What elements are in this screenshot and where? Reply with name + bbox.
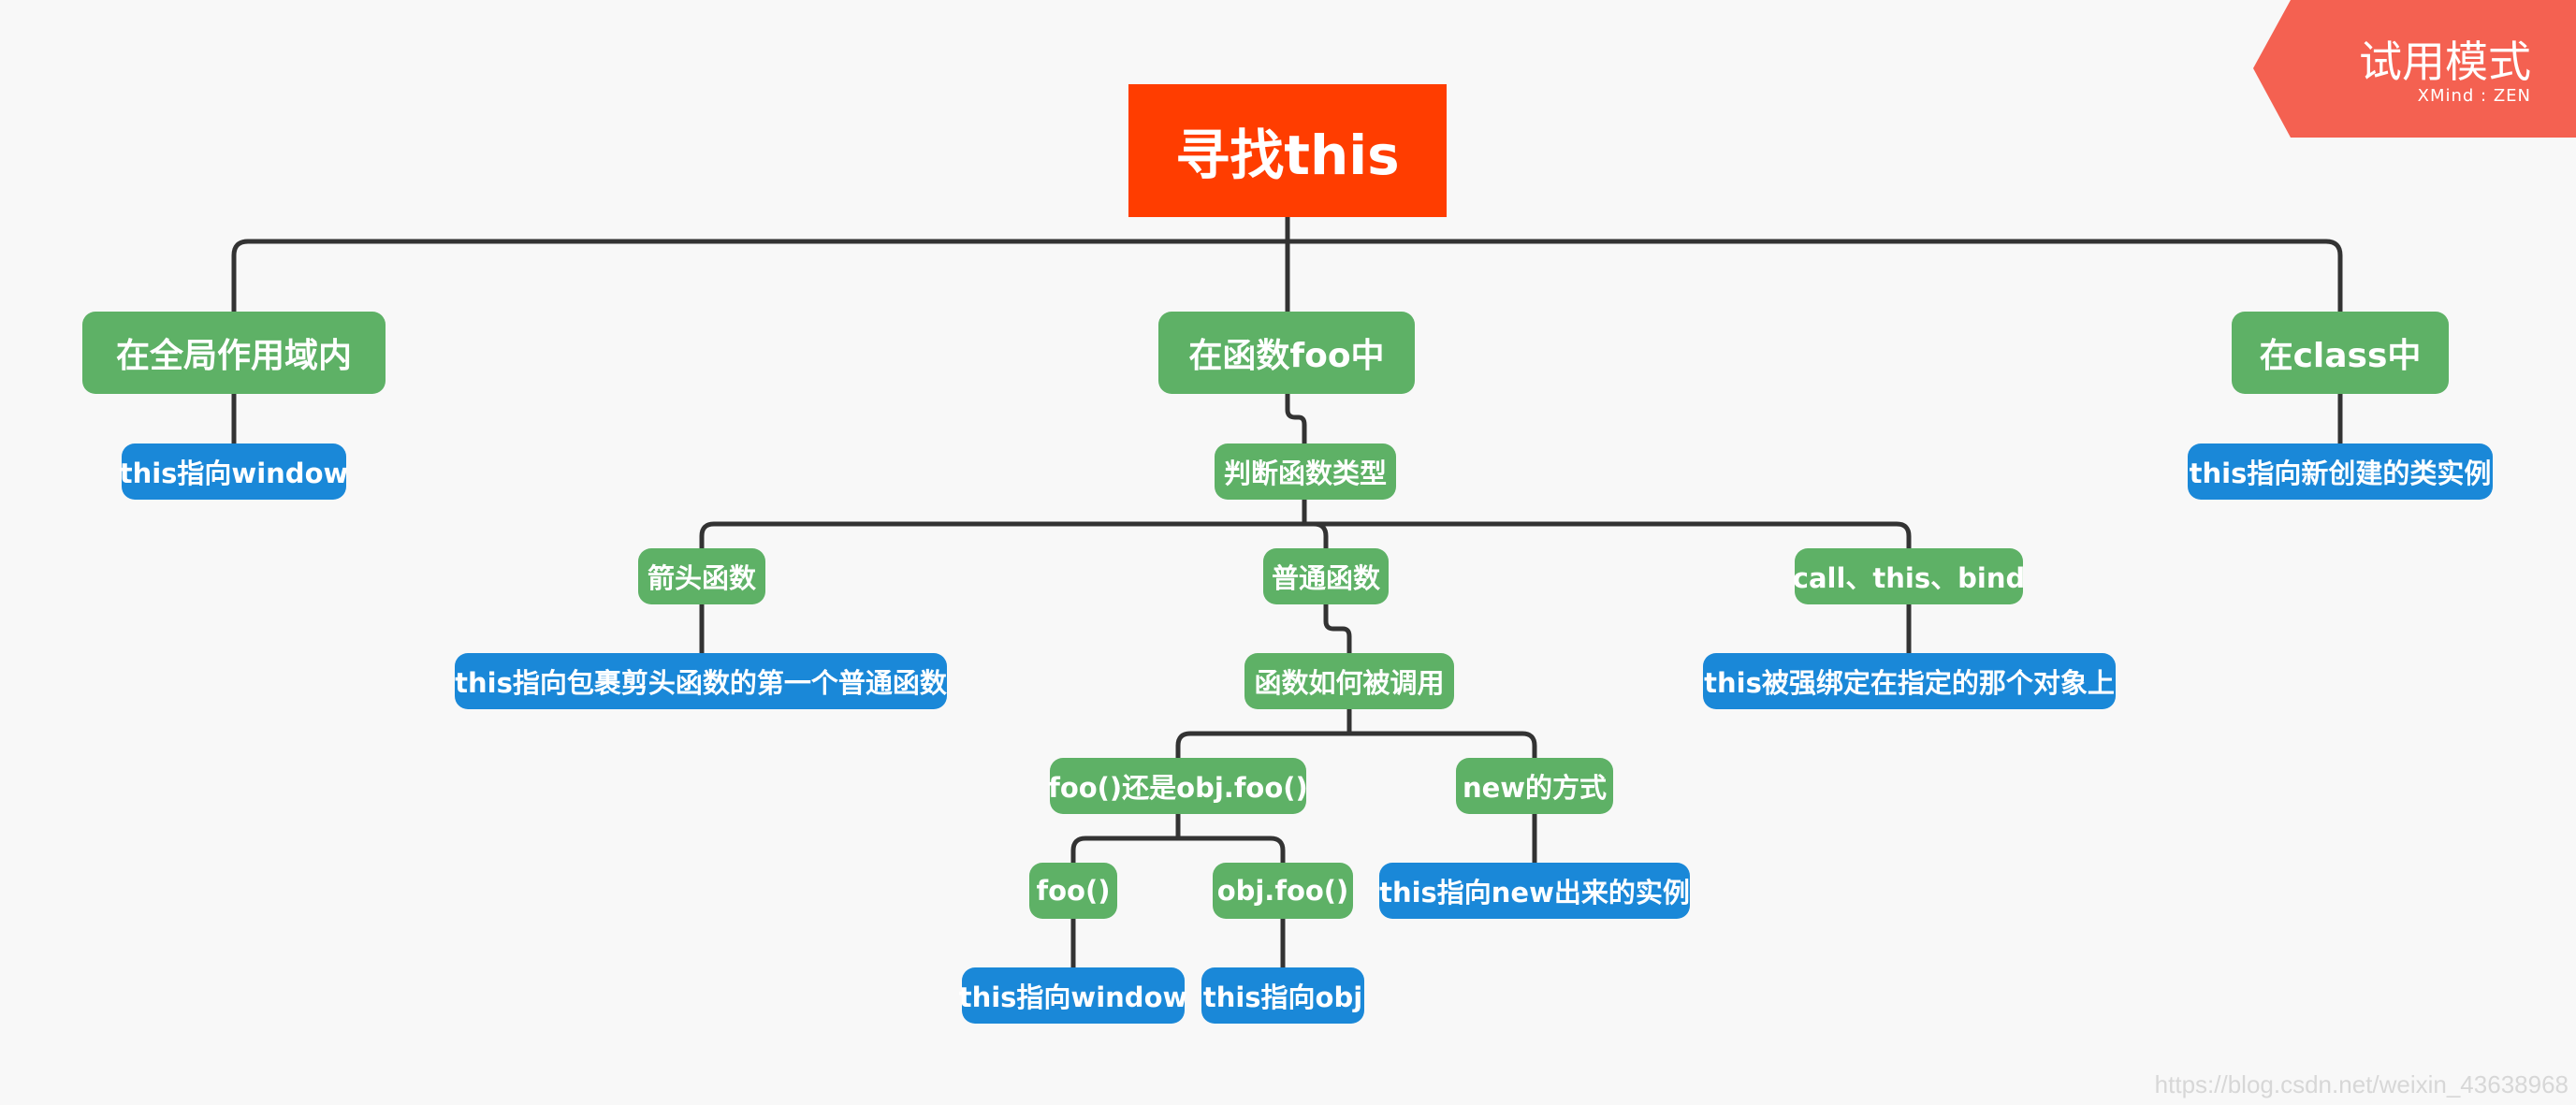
topic-in-class[interactable]: 在class中	[2232, 312, 2449, 394]
topic-how-called[interactable]: 函数如何被调用	[1244, 653, 1454, 709]
topic-in-function[interactable]: 在函数foo中	[1158, 312, 1415, 394]
line-root-global	[231, 212, 1290, 314]
result-new-instance[interactable]: this指向new出来的实例	[1379, 863, 1690, 919]
result-plain-window[interactable]: this指向window	[959, 967, 1187, 1024]
topic-plain-or-method-call[interactable]: foo()还是obj.foo()	[1048, 758, 1308, 814]
topic-call-this-bind[interactable]: call、this、bind	[1793, 548, 2025, 604]
badge-ribbon-shape	[2253, 0, 2576, 138]
topic-normal-function[interactable]: 普通函数	[1263, 548, 1389, 604]
line-root-class	[1285, 239, 2343, 314]
trial-mode-badge[interactable]: 试用模式 XMind : ZEN	[2253, 0, 2576, 138]
line-pom-plain	[1070, 836, 1181, 865]
line-howcalled-new	[1346, 731, 1537, 761]
topic-arrow-function[interactable]: 箭头函数	[638, 548, 765, 604]
result-hard-binding[interactable]: this被强绑定在指定的那个对象上	[1703, 653, 2116, 709]
topic-plain-call[interactable]: foo()	[1029, 863, 1117, 919]
result-class-instance[interactable]: this指向新创建的类实例	[2188, 443, 2493, 500]
badge-title: 试用模式	[2359, 36, 2531, 87]
badge-subtitle: XMind : ZEN	[2417, 86, 2531, 106]
topic-new-call[interactable]: new的方式	[1456, 758, 1613, 814]
result-method-obj[interactable]: this指向obj	[1201, 967, 1364, 1024]
root-topic[interactable]: 寻找this	[1128, 84, 1447, 217]
line-judge-normal	[1302, 521, 1329, 551]
line-pom-method	[1175, 836, 1286, 865]
line-judge-arrow	[699, 521, 1307, 551]
topic-method-call[interactable]: obj.foo()	[1213, 863, 1353, 919]
topic-global-scope[interactable]: 在全局作用域内	[82, 312, 386, 394]
csdn-watermark: https://blog.csdn.net/weixin_43638968	[2154, 1070, 2569, 1098]
result-arrow-function[interactable]: this指向包裹剪头函数的第一个普通函数	[455, 653, 947, 709]
line-judge-explicit	[1302, 521, 1912, 551]
line-normal-howcalled	[1323, 602, 1352, 656]
topic-judge-function-type[interactable]: 判断函数类型	[1215, 443, 1396, 500]
line-howcalled-plain-or-method	[1175, 731, 1352, 761]
result-global-window[interactable]: this指向window	[120, 443, 348, 500]
line-function-judge	[1285, 391, 1307, 446]
